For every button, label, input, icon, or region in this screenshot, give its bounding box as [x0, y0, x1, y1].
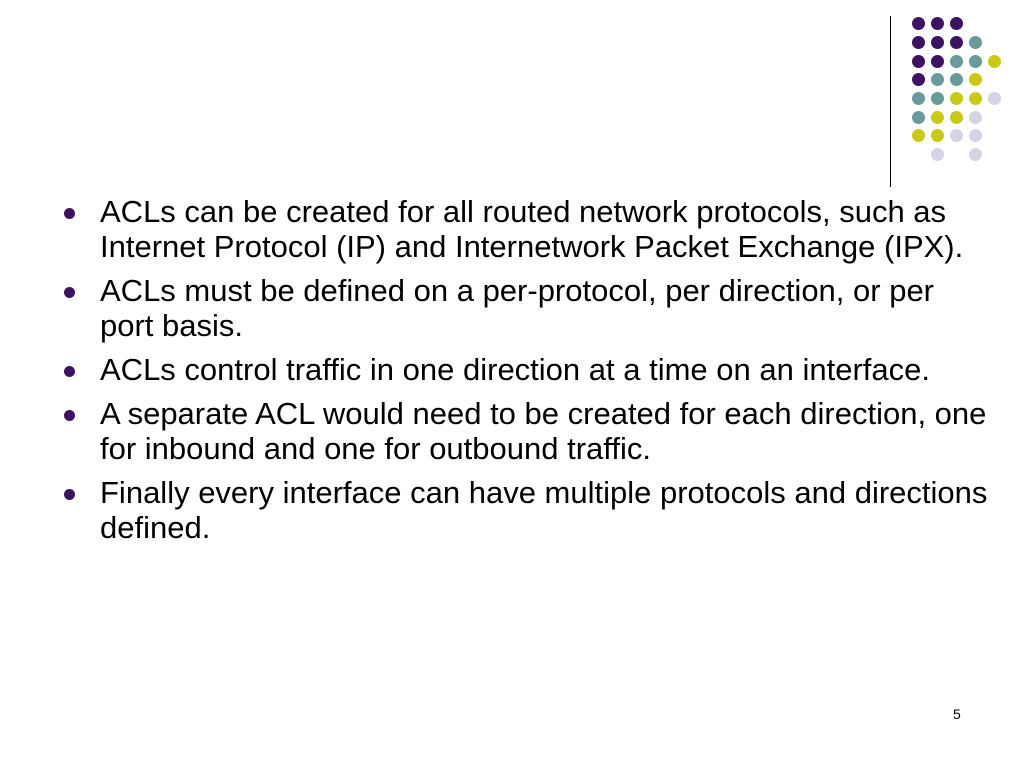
decorative-dot	[969, 111, 982, 124]
decorative-dot	[931, 17, 944, 30]
bullet-dot-icon	[64, 287, 75, 298]
decorative-dot	[969, 129, 982, 142]
decorative-dot	[912, 129, 925, 142]
bullet-dot-icon	[64, 410, 75, 421]
decorative-dot	[969, 148, 982, 161]
bullet-text: ACLs control traffic in one direction at…	[100, 352, 930, 387]
bullet-list: ACLs can be created for all routed netwo…	[62, 194, 992, 554]
bullet-text: ACLs can be created for all routed netwo…	[100, 194, 964, 264]
bullet-text: Finally every interface can have multipl…	[100, 475, 988, 545]
decorative-dot	[969, 92, 982, 105]
decorative-dot	[912, 36, 925, 49]
decorative-dot	[931, 73, 944, 86]
bullet-text: A separate ACL would need to be created …	[100, 396, 987, 466]
decorative-dot	[912, 111, 925, 124]
decorative-dot	[912, 92, 925, 105]
bullet-item: Finally every interface can have multipl…	[62, 475, 992, 545]
decorative-dot	[950, 73, 963, 86]
decorative-dot	[988, 55, 1001, 68]
decorative-dot	[988, 92, 1001, 105]
vertical-divider	[890, 16, 891, 187]
decorative-dot	[912, 17, 925, 30]
bullet-item: ACLs control traffic in one direction at…	[62, 352, 992, 387]
decorative-dot	[931, 55, 944, 68]
decorative-dot	[950, 36, 963, 49]
decorative-dot	[950, 55, 963, 68]
decorative-dot	[931, 92, 944, 105]
decorative-dot	[931, 148, 944, 161]
decorative-dot	[950, 17, 963, 30]
decorative-dot	[912, 55, 925, 68]
decorative-dot	[931, 36, 944, 49]
bullet-item: ACLs can be created for all routed netwo…	[62, 194, 992, 264]
decorative-dot	[931, 111, 944, 124]
decorative-dot	[969, 55, 982, 68]
bullet-text: ACLs must be defined on a per-protocol, …	[100, 273, 935, 343]
bullet-dot-icon	[64, 208, 75, 219]
decorative-dot	[931, 129, 944, 142]
bullet-dot-icon	[64, 489, 75, 500]
page-number: 5	[953, 706, 961, 722]
bullet-item: A separate ACL would need to be created …	[62, 396, 992, 466]
decorative-dot	[969, 36, 982, 49]
decorative-dot	[950, 129, 963, 142]
decorative-dot	[950, 92, 963, 105]
decorative-dot	[950, 111, 963, 124]
bullet-dot-icon	[64, 366, 75, 377]
decorative-dot	[969, 73, 982, 86]
decorative-dot	[912, 73, 925, 86]
bullet-item: ACLs must be defined on a per-protocol, …	[62, 273, 992, 343]
decorative-dot-grid	[0, 0, 1024, 200]
